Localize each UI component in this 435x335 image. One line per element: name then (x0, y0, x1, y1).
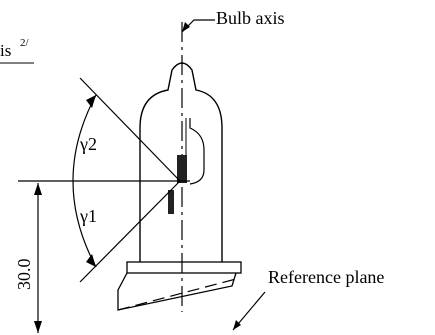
bulb-axis-label: Bulb axis (216, 8, 285, 28)
bulb-base-rim (126, 261, 242, 274)
support-wire (189, 118, 205, 185)
dimension-arrowhead-top (34, 183, 42, 195)
reference-plane-leader-arrowhead (233, 320, 241, 330)
gamma2-label: γ2 (79, 134, 97, 154)
reference-plane-label: Reference plane (268, 267, 384, 287)
gamma1-ray (79, 180, 181, 283)
angle-arc (72, 94, 97, 268)
axis-fragment-label: is (0, 41, 11, 60)
footnote-marker: 2/ (20, 37, 30, 49)
dimension-arrowhead-bottom (34, 321, 42, 333)
gamma2-ray (79, 77, 181, 182)
dimension-label: 30.0 (14, 259, 34, 291)
filament-upper (177, 155, 187, 183)
bulb-glass-outline (139, 62, 223, 262)
reference-plane-dashed-line (117, 278, 237, 311)
gamma1-label: γ1 (79, 206, 97, 226)
reference-plane-body (117, 272, 237, 311)
filament-lower (168, 190, 174, 214)
bulb-axis-leader-arrowhead (182, 22, 190, 32)
angle-arc-arrowhead-bottom (86, 254, 96, 267)
angle-arc-arrowhead-top (86, 95, 96, 108)
